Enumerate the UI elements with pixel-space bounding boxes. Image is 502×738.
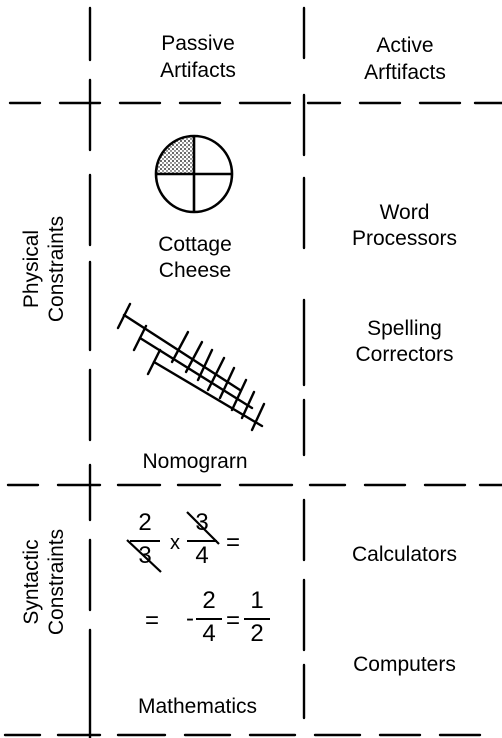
strike-b-icon: [186, 511, 220, 545]
math-line-1: 2 3 x 3 4 =: [125, 508, 275, 578]
math-line-2: = - 2 4 = 1 2: [140, 586, 290, 656]
frac-b-bar: [187, 540, 217, 542]
cottage-line1: Cottage: [158, 233, 232, 256]
spelling-line2: Correctors: [355, 343, 454, 366]
row-syntactic-line1: Syntactic: [20, 539, 43, 625]
row-syntactic-line2: Constraints: [45, 528, 68, 636]
equals-sign-1: =: [225, 529, 240, 556]
spelling-line1: Spelling: [367, 317, 442, 340]
frac-b-den: 4: [195, 542, 209, 569]
row-physical-line2: Constraints: [45, 215, 68, 323]
word-line1: Word: [379, 201, 430, 224]
strike-a-icon: [126, 539, 162, 573]
cell-spelling-correctors: Spelling Correctors: [322, 316, 487, 368]
frac-c-den: 4: [202, 620, 216, 647]
frac-a-num: 2: [138, 509, 152, 536]
frac-c-num: 2: [202, 587, 216, 614]
row-label-syntactic-constraints: Syntactic Constraints: [19, 497, 71, 667]
header-passive-line1: Passive: [161, 32, 235, 55]
cell-word-processors: Word Processors: [322, 200, 487, 252]
times-sign: x: [170, 532, 180, 554]
cell-cottage-cheese: Cottage Cheese: [120, 232, 270, 284]
header-active-line1: Active: [376, 34, 434, 57]
frac-a-bar: [130, 540, 160, 542]
cottage-line2: Cheese: [158, 259, 232, 282]
row-label-physical-constraints: Physical Constraints: [19, 184, 71, 354]
cell-nomogram: Nomograrn: [142, 450, 248, 473]
header-passive-artifacts: Passive Artifacts: [118, 30, 278, 84]
cottage-cheese-pie-icon: [154, 134, 234, 214]
cell-mathematics: Mathematics: [137, 695, 258, 718]
header-active-artifacts: Active Arftifacts: [325, 32, 485, 86]
frac-d-bar: [244, 618, 270, 620]
cell-calculators: Calculators: [351, 543, 458, 566]
header-active-line2: Arftifacts: [364, 61, 446, 84]
frac-d-num: 1: [250, 587, 264, 614]
frac-c-bar: [196, 618, 222, 620]
word-line2: Processors: [351, 227, 458, 250]
row-physical-line1: Physical: [20, 229, 43, 309]
equals-sign-2: =: [144, 607, 159, 634]
equals-sign-3: =: [225, 607, 240, 634]
header-passive-line2: Artifacts: [160, 59, 236, 82]
minus-sign: -: [186, 605, 194, 632]
nomogram-icon: [116, 302, 266, 432]
frac-d-den: 2: [250, 620, 264, 647]
cell-computers: Computers: [353, 653, 456, 676]
